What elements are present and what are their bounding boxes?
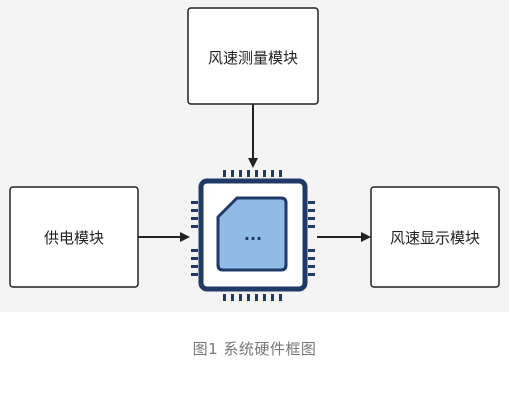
chip-pin bbox=[308, 225, 315, 228]
chip-pin bbox=[308, 257, 315, 260]
wind-speed-display-node: 风速显示模块 bbox=[370, 186, 500, 288]
chip-pin bbox=[247, 294, 250, 301]
chip-pin bbox=[231, 170, 234, 177]
chip-pin bbox=[191, 209, 198, 212]
chip-pin bbox=[191, 225, 198, 228]
chip-pin bbox=[271, 170, 274, 177]
chip-pin bbox=[308, 265, 315, 268]
chip-pin bbox=[263, 294, 266, 301]
wind-speed-measure-node: 风速测量模块 bbox=[187, 7, 319, 105]
chip-pin bbox=[271, 294, 274, 301]
chip-core bbox=[216, 196, 288, 272]
chip-pins bbox=[191, 170, 315, 301]
chip-pin bbox=[308, 217, 315, 220]
chip-label: ... bbox=[244, 225, 262, 244]
chip-pin bbox=[191, 201, 198, 204]
chip-pin bbox=[308, 273, 315, 276]
chip-pin bbox=[239, 170, 242, 177]
wind-speed-display-box bbox=[370, 186, 500, 288]
chip-pin bbox=[279, 294, 282, 301]
chip-pin bbox=[255, 170, 258, 177]
chip-pin bbox=[308, 249, 315, 252]
power-supply-label: 供电模块 bbox=[44, 229, 104, 247]
wind-speed-display-label: 风速显示模块 bbox=[390, 229, 480, 247]
chip-pin bbox=[231, 294, 234, 301]
chip-pin bbox=[191, 265, 198, 268]
chip-pin bbox=[263, 170, 266, 177]
chip-pin bbox=[255, 294, 258, 301]
chip-pin bbox=[308, 201, 315, 204]
chip-pin bbox=[279, 170, 282, 177]
chip-pin bbox=[191, 273, 198, 276]
figure-caption: 图1 系统硬件框图 bbox=[192, 340, 317, 358]
chip-pin bbox=[191, 257, 198, 260]
chip-pin bbox=[223, 294, 226, 301]
chip-pin bbox=[239, 294, 242, 301]
chip-pin bbox=[191, 249, 198, 252]
mcu-chip: ... bbox=[191, 170, 315, 301]
hardware-block-diagram: 风速测量模块 供电模块 风速显示模块 bbox=[0, 0, 509, 312]
wind-speed-measure-label: 风速测量模块 bbox=[208, 49, 298, 67]
chip-pin bbox=[191, 217, 198, 220]
chip-pin bbox=[223, 170, 226, 177]
chip-pin bbox=[308, 209, 315, 212]
chip-pin bbox=[247, 170, 250, 177]
power-supply-node: 供电模块 bbox=[9, 186, 139, 288]
